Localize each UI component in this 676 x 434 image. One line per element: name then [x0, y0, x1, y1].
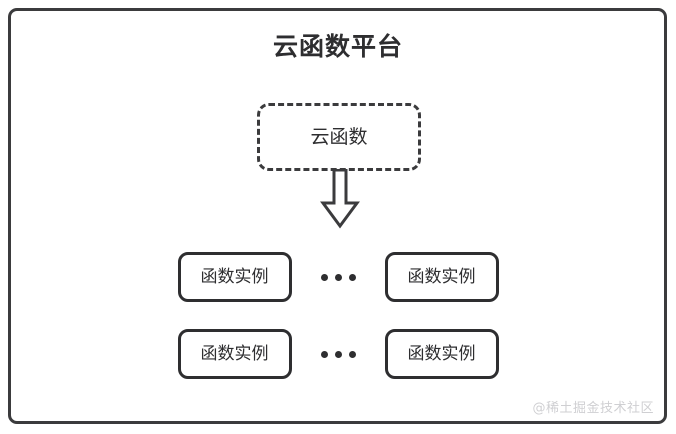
ellipsis-dot — [348, 350, 356, 358]
function-instance-label: 函数实例 — [200, 343, 269, 364]
function-instance-box: 函数实例 — [384, 329, 499, 379]
function-instance-box: 函数实例 — [384, 252, 499, 302]
ellipsis-indicator — [292, 252, 385, 302]
cloud-function-node: 云函数 — [257, 103, 421, 171]
ellipsis-indicator — [292, 329, 385, 379]
page-title: 云函数平台 — [272, 32, 403, 61]
ellipsis-dot — [320, 350, 328, 358]
instance-row: 函数实例 函数实例 — [0, 252, 676, 302]
cloud-function-label: 云函数 — [310, 125, 368, 148]
function-instance-box: 函数实例 — [177, 329, 292, 379]
ellipsis-dot — [334, 273, 342, 281]
function-instance-label: 函数实例 — [407, 343, 476, 364]
ellipsis-dot — [320, 273, 328, 281]
instance-row: 函数实例 函数实例 — [0, 329, 676, 379]
function-instance-box: 函数实例 — [177, 252, 292, 302]
ellipsis-dot — [348, 273, 356, 281]
down-arrow-icon — [318, 169, 362, 229]
watermark: @稀土掘金技术社区 — [532, 401, 654, 416]
function-instance-label: 函数实例 — [407, 266, 476, 287]
ellipsis-dot — [334, 350, 342, 358]
function-instance-label: 函数实例 — [200, 266, 269, 287]
